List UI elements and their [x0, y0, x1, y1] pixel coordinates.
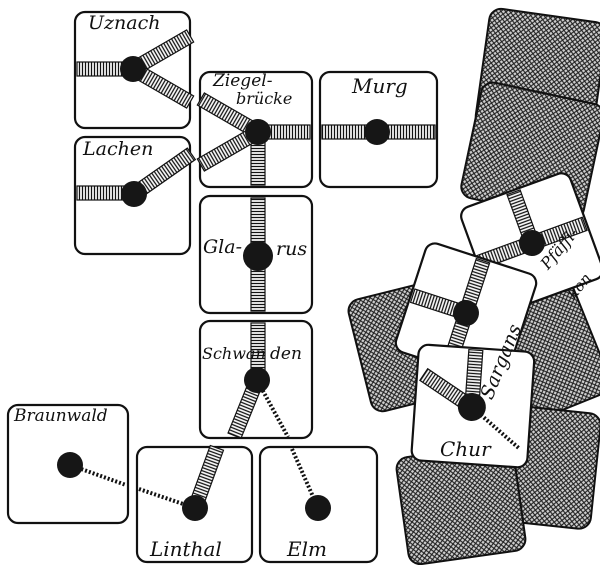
label-braunwald: Braunwald: [14, 406, 108, 426]
station-dot: [364, 119, 390, 145]
card-chur[interactable]: [410, 343, 536, 469]
station-dot: [120, 56, 146, 82]
station-dot: [243, 241, 273, 271]
card-murg[interactable]: [318, 70, 439, 189]
station-dot: [305, 495, 331, 521]
label-elm: Elm: [287, 537, 327, 561]
label-lachen: Lachen: [83, 138, 154, 160]
station-dot: [182, 495, 208, 521]
card-linthal[interactable]: [135, 444, 254, 564]
station-dot: [453, 300, 479, 326]
label-schwanden-2: den: [270, 344, 302, 364]
card-glarus[interactable]: [198, 194, 314, 315]
label-murg: Murg: [352, 74, 408, 98]
label-ziegelbruecke-2: brücke: [236, 89, 293, 108]
label-uznach: Uznach: [88, 12, 161, 34]
station-dot: [245, 119, 271, 145]
station-dot: [519, 230, 545, 256]
label-chur: Chur: [440, 437, 491, 461]
station-dot: [457, 392, 486, 421]
label-schwanden-1: Schwan: [202, 344, 266, 363]
station-dot: [121, 181, 147, 207]
station-dot: [244, 367, 270, 393]
card-uznach[interactable]: [73, 10, 195, 130]
card-elm[interactable]: [258, 445, 379, 564]
card-lachen[interactable]: [73, 135, 197, 256]
card-braunwald[interactable]: [6, 403, 130, 525]
station-dot: [57, 452, 83, 478]
card-ziegelbruecke[interactable]: [196, 70, 314, 189]
label-ziegelbruecke-1: Ziegel-: [213, 71, 273, 91]
label-linthal: Linthal: [150, 537, 222, 561]
card-schwanden[interactable]: [198, 319, 314, 440]
label-glarus-1: Gla-: [203, 236, 243, 258]
label-glarus-2: rus: [276, 238, 308, 260]
